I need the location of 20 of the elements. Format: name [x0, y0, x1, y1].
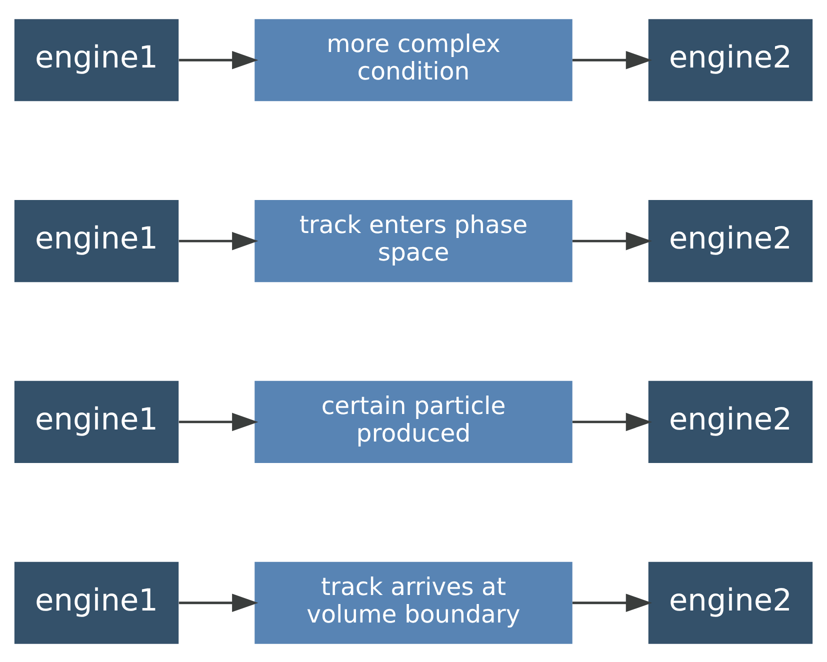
arrow [178, 231, 258, 250]
node-box: track arrives at volume boundary [254, 561, 572, 644]
node-box: engine1 [14, 561, 179, 644]
arrow [178, 412, 258, 431]
node-box: certain particle produced [254, 380, 572, 462]
node-box: track enters phase space [254, 200, 572, 282]
node-box: engine1 [14, 200, 179, 282]
node-box: engine2 [648, 200, 813, 282]
arrow [572, 50, 652, 69]
node-box: engine1 [14, 380, 179, 462]
node-box: engine2 [648, 380, 813, 462]
node-box: engine1 [14, 18, 179, 101]
arrow [178, 50, 258, 69]
arrow [572, 593, 652, 612]
arrow [178, 593, 258, 612]
node-box: engine2 [648, 561, 813, 644]
node-box: more complex condition [254, 18, 572, 101]
arrow [572, 412, 652, 431]
node-box: engine2 [648, 18, 813, 101]
arrow [572, 231, 652, 250]
